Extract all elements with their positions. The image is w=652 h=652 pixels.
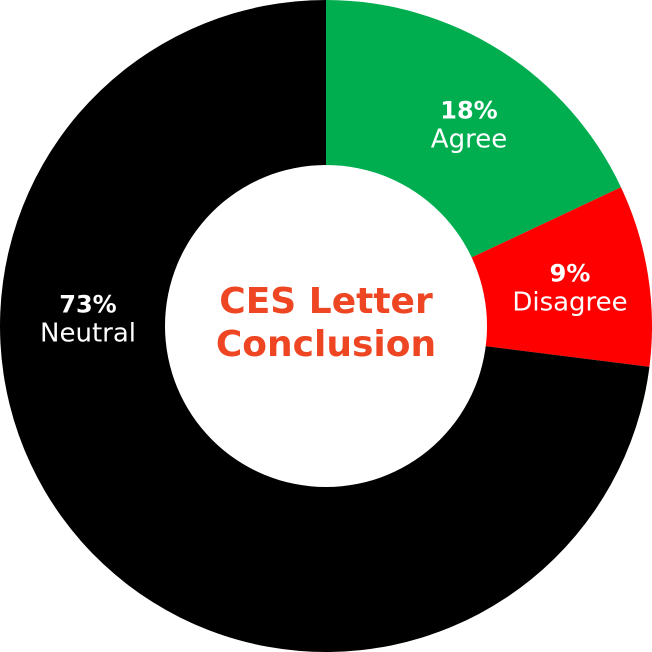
agree-percent: 18% [440, 96, 498, 125]
slice-label-neutral: 73% Neutral [40, 291, 136, 348]
neutral-percent: 73% [59, 290, 117, 319]
chart-title: CES Letter Conclusion [216, 280, 436, 366]
donut-hole [165, 165, 487, 487]
slice-label-disagree: 9% Disagree [512, 260, 627, 317]
agree-label: Agree [430, 123, 508, 154]
disagree-percent: 9% [549, 259, 591, 288]
slice-label-agree: 18% Agree [431, 97, 507, 154]
neutral-label: Neutral [40, 317, 136, 348]
chart-title-line1: CES Letter [219, 280, 433, 322]
chart-title-line2: Conclusion [215, 324, 437, 365]
disagree-label: Disagree [512, 286, 628, 317]
